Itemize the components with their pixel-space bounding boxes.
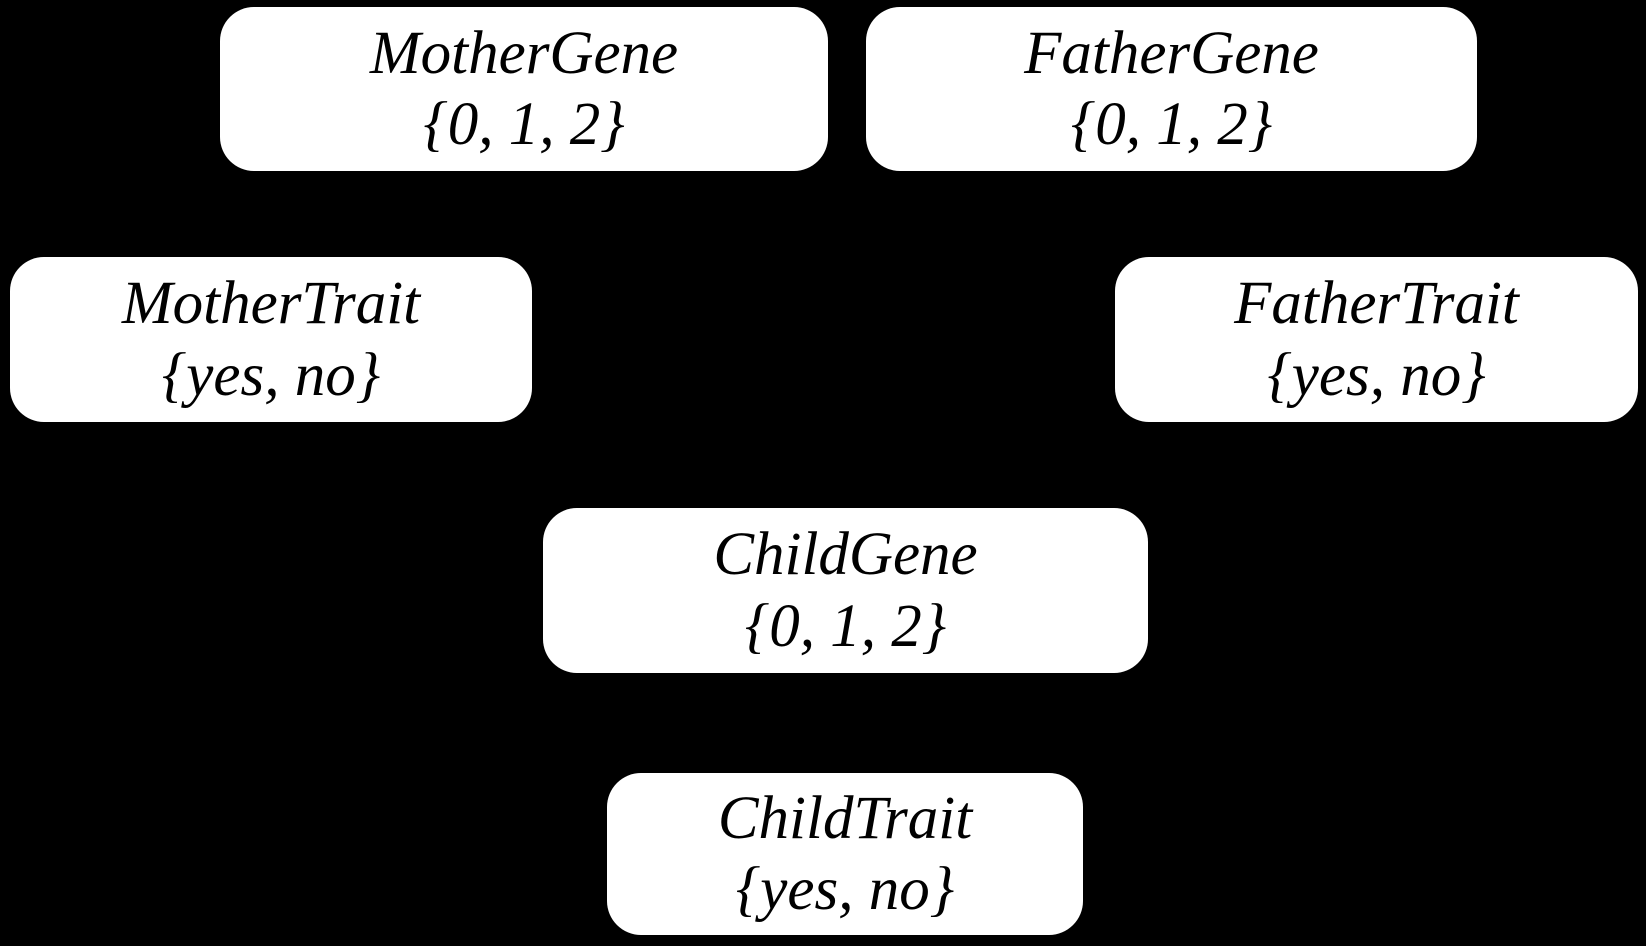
- node-domain-label: {0, 1, 2}: [1070, 91, 1273, 158]
- node-mother-gene: MotherGene {0, 1, 2}: [220, 7, 828, 171]
- node-domain-label: {yes, no}: [161, 341, 381, 409]
- node-mother-trait: MotherTrait {yes, no}: [10, 257, 532, 422]
- node-name-label: MotherGene: [369, 19, 679, 87]
- node-name-label: FatherGene: [1024, 19, 1319, 87]
- node-child-gene: ChildGene {0, 1, 2}: [543, 508, 1148, 673]
- node-father-gene: FatherGene {0, 1, 2}: [866, 7, 1477, 171]
- node-name-label: MotherTrait: [121, 270, 421, 338]
- node-name-label: FatherTrait: [1234, 270, 1519, 338]
- node-domain-label: {yes, no}: [735, 856, 955, 923]
- node-domain-label: {yes, no}: [1267, 341, 1486, 409]
- node-domain-label: {0, 1, 2}: [423, 91, 625, 158]
- node-domain-label: {0, 1, 2}: [744, 592, 947, 660]
- node-child-trait: ChildTrait {yes, no}: [607, 773, 1083, 935]
- node-father-trait: FatherTrait {yes, no}: [1115, 257, 1638, 422]
- node-name-label: ChildGene: [713, 521, 978, 589]
- node-name-label: ChildTrait: [717, 784, 973, 852]
